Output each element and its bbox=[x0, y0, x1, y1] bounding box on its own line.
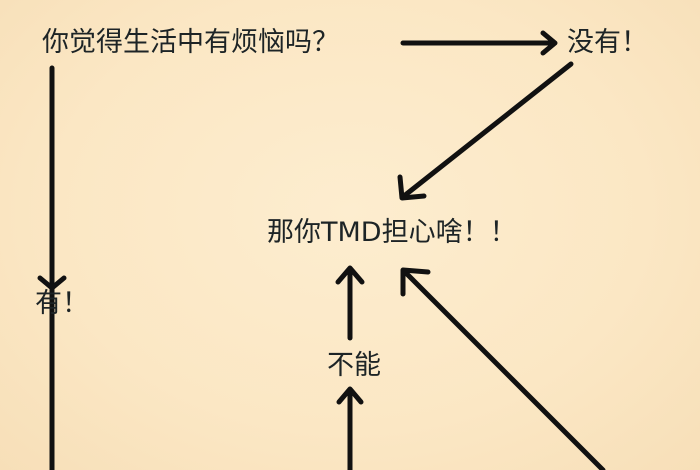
question-node: 你觉得生活中有烦恼吗？ bbox=[42, 27, 339, 58]
arrow-question-to-no bbox=[400, 30, 558, 56]
conclusion-node: 那你TMD担心啥！！ bbox=[267, 217, 517, 248]
arrow-bottomright-to-conclusion bbox=[400, 267, 606, 470]
cannot-node: 不能 bbox=[327, 350, 381, 381]
arrow-bottom-to-cannot bbox=[336, 386, 364, 470]
arrow-question-to-yes bbox=[37, 65, 67, 470]
yes-node: 有！ bbox=[35, 288, 89, 319]
arrow-cannot-to-conclusion bbox=[335, 265, 365, 341]
arrow-no-to-conclusion bbox=[397, 61, 574, 201]
no-node: 没有！ bbox=[567, 27, 648, 58]
